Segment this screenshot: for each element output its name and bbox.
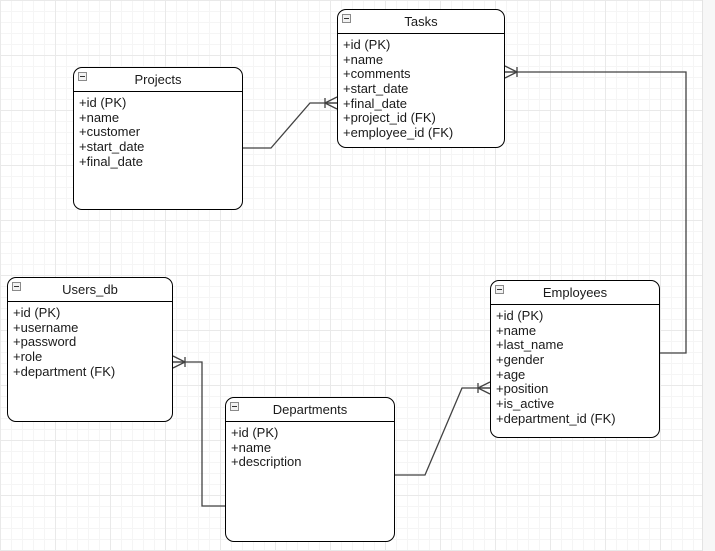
entity-header[interactable]: Departments xyxy=(226,398,394,422)
entity-field: +name xyxy=(79,109,120,125)
entity-title: Employees xyxy=(542,285,608,300)
entity-field: +position xyxy=(496,381,549,397)
entity-field: +customer xyxy=(79,124,141,140)
entity-title: Projects xyxy=(134,72,182,87)
crowfoot-marker-icon xyxy=(324,96,338,110)
entity-field: +id (PK) xyxy=(79,95,127,110)
connector-line[interactable] xyxy=(243,102,337,149)
entity-fields: +id (PK)+name+description xyxy=(226,422,394,470)
entity-field: +comments xyxy=(343,66,411,82)
entity-title: Users_db xyxy=(62,282,118,297)
entity-field: +name xyxy=(343,51,384,67)
entity-field: +final_date xyxy=(79,153,143,169)
entity-field: +id (PK) xyxy=(343,37,391,52)
entity-employees[interactable]: Employees+id (PK)+name+last_name+gender+… xyxy=(490,280,660,438)
entity-departments[interactable]: Departments +id (PK)+name+description xyxy=(225,397,395,542)
entity-field: +last_name xyxy=(496,337,564,353)
connector-line[interactable] xyxy=(395,387,490,476)
entity-field: +start_date xyxy=(79,139,145,155)
entity-field: +username xyxy=(13,319,79,335)
entity-title: Tasks xyxy=(404,14,438,29)
entity-title: Departments xyxy=(272,402,348,417)
collapse-icon[interactable] xyxy=(230,402,239,411)
entity-header[interactable]: Tasks xyxy=(338,10,504,34)
entity-fields: +id (PK)+username+password+role+departme… xyxy=(8,302,172,379)
crowfoot-marker-icon xyxy=(172,355,186,369)
entity-field: +id (PK) xyxy=(496,308,544,323)
connector-departments-to-employees[interactable] xyxy=(395,381,491,476)
connector-line[interactable] xyxy=(173,361,225,507)
entity-fields: +id (PK)+name+comments+start_date+final_… xyxy=(338,34,504,141)
entity-projects[interactable]: Projects +id (PK)+name+customer+start_dat… xyxy=(73,67,243,210)
connector-users_db-to-departments[interactable] xyxy=(172,355,225,507)
entity-header[interactable]: Projects xyxy=(74,68,242,92)
entity-field: +password xyxy=(13,334,77,350)
entity-tasks[interactable]: Tasks +id (PK)+name+comments+start_date+f… xyxy=(337,9,505,148)
collapse-icon[interactable] xyxy=(495,285,504,294)
crowfoot-marker-icon xyxy=(504,65,518,79)
entity-field: +name xyxy=(231,439,272,455)
entity-field: +department_id (FK) xyxy=(496,410,616,426)
entity-field: +department (FK) xyxy=(13,363,116,379)
entity-field: +final_date xyxy=(343,95,407,111)
connector-employees-to-tasks[interactable] xyxy=(504,65,687,354)
entity-field: +name xyxy=(496,322,537,338)
entity-field: +gender xyxy=(496,352,545,368)
collapse-icon[interactable] xyxy=(78,72,87,81)
collapse-icon[interactable] xyxy=(12,282,21,291)
entity-users_db[interactable]: Users_db+id (PK)+username+password+role+… xyxy=(7,277,173,422)
entity-field: +role xyxy=(13,349,43,365)
entity-field: +description xyxy=(231,454,302,470)
collapse-icon[interactable] xyxy=(342,14,351,23)
connector-projects-to-tasks[interactable] xyxy=(243,96,338,149)
crowfoot-marker-icon xyxy=(477,381,491,395)
connector-line[interactable] xyxy=(505,71,687,354)
entity-field: +id (PK) xyxy=(13,305,61,320)
entity-field: +id (PK) xyxy=(231,425,279,440)
entity-fields: +id (PK)+name+customer+start_date+final_… xyxy=(74,92,242,169)
entity-fields: +id (PK)+name+last_name+gender+age+posit… xyxy=(491,305,659,427)
entity-field: +start_date xyxy=(343,81,409,97)
entity-field: +age xyxy=(496,366,526,382)
entity-header[interactable]: Employees xyxy=(491,281,659,305)
page-edge xyxy=(702,0,715,551)
entity-field: +is_active xyxy=(496,396,555,412)
entity-field: +employee_id (FK) xyxy=(343,125,454,141)
entity-header[interactable]: Users_db xyxy=(8,278,172,302)
entity-field: +project_id (FK) xyxy=(343,110,436,126)
